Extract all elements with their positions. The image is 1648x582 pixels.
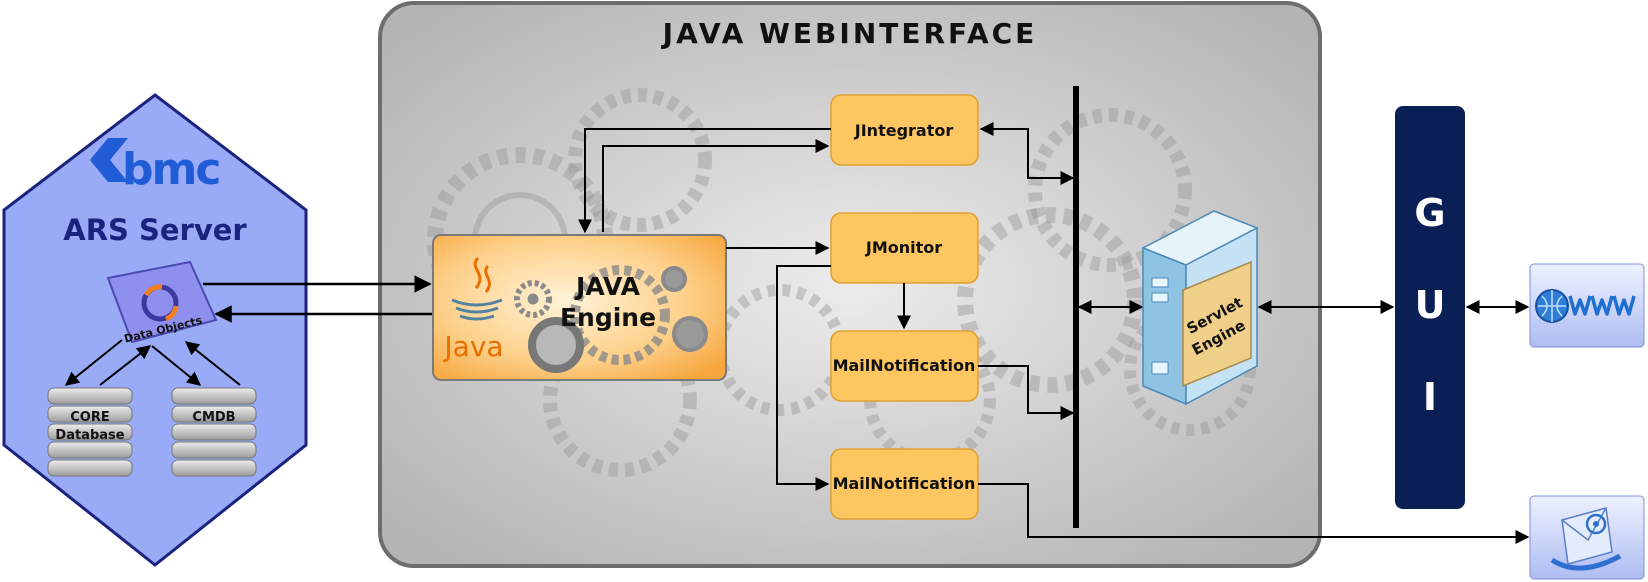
module-jmonitor-label: JMonitor <box>865 238 942 257</box>
java-logo-text: Java <box>442 330 503 363</box>
module-jmonitor: JMonitor <box>831 213 978 283</box>
module-mailnotification-1: MailNotification <box>831 331 978 401</box>
module-jintegrator-label: JIntegrator <box>854 121 954 140</box>
cmdb-database-icon: CMDB <box>172 388 256 476</box>
email-envelope-icon <box>1530 496 1644 579</box>
www-globe-icon <box>1530 264 1644 347</box>
gui-bar: G U I <box>1395 106 1465 509</box>
gui-letter-u: U <box>1415 283 1446 327</box>
gui-letter-i: I <box>1423 375 1437 419</box>
module-mailnotification-2: MailNotification <box>831 449 978 519</box>
core-database-label-1: CORE <box>70 410 109 425</box>
core-database-icon: CORE Database <box>48 388 132 476</box>
engine-label-line2: Engine <box>560 303 656 332</box>
core-database-label-2: Database <box>55 428 124 443</box>
module-mailnotification-2-label: MailNotification <box>833 474 976 493</box>
cmdb-database-label: CMDB <box>192 410 235 425</box>
svg-text:bmc: bmc <box>122 144 219 195</box>
ars-server-hexagon: bmc ARS Server Data Objects CORE Databas… <box>4 95 306 565</box>
module-mailnotification-1-label: MailNotification <box>833 356 976 375</box>
gui-letter-g: G <box>1414 191 1445 235</box>
servlet-engine-server: Servlet Engine <box>1143 211 1257 404</box>
panel-title: JAVA WEBINTERFACE <box>661 17 1038 50</box>
ars-server-title: ARS Server <box>63 213 247 247</box>
java-engine-box: Java JAVA Engine <box>433 235 726 380</box>
engine-label-line1: JAVA <box>574 272 641 301</box>
module-jintegrator: JIntegrator <box>831 95 978 165</box>
